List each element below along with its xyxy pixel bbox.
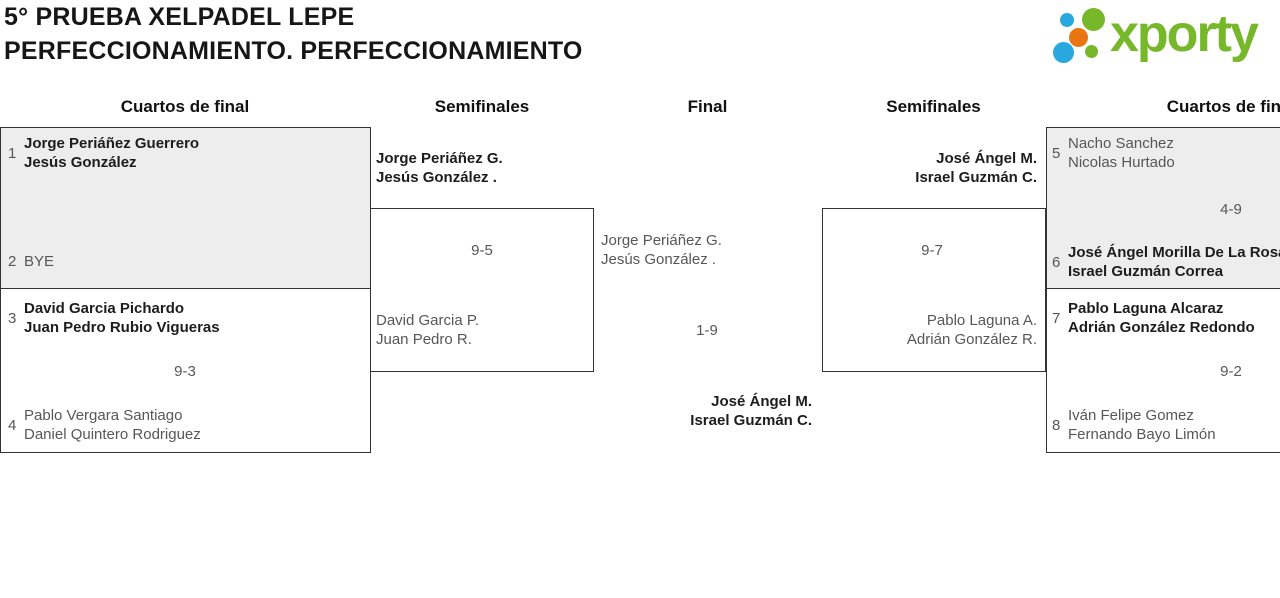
round-header-final: Final — [687, 97, 728, 116]
round-header-left-quarterfinals: Cuartos de final — [120, 97, 250, 116]
player-name: Juan Pedro R. — [376, 331, 472, 348]
title-line-2: PERFECCIONAMIENTO. PERFECCIONAMIENTO — [4, 37, 583, 65]
logo-dot-icon — [1053, 42, 1074, 63]
team-entry-seed-7[interactable]: 7 Pablo Laguna Alcaraz Adrián González R… — [1052, 299, 1255, 337]
player-name: José Ángel Morilla De La Rosa — [1068, 244, 1280, 261]
player-name: Nicolas Hurtado — [1068, 154, 1175, 171]
player-name: Pablo Laguna Alcaraz — [1068, 300, 1224, 317]
match-score-semifinal-2: 9-7 — [921, 242, 943, 259]
title-line-1: 5° PRUEBA XELPADEL LEPE — [4, 3, 355, 31]
player-name: Pablo Vergara Santiago — [24, 407, 183, 424]
match-score-final: 1-9 — [696, 322, 718, 339]
match-score-quarterfinal-2: 9-3 — [174, 363, 196, 380]
player-name: David Garcia Pichardo — [24, 300, 185, 317]
team-entry-seed-5[interactable]: 5 Nacho Sanchez Nicolas Hurtado — [1052, 134, 1175, 172]
logo-dot-icon — [1082, 8, 1105, 31]
match-score-quarterfinal-3: 4-9 — [1220, 201, 1242, 218]
match-box-semifinal-2 — [822, 208, 1046, 372]
match-score-semifinal-1: 9-5 — [471, 242, 493, 259]
logo-dot-icon — [1069, 28, 1088, 47]
round-header-right-semifinals: Semifinales — [886, 97, 981, 116]
round-header-left-semifinals: Semifinales — [434, 97, 530, 116]
player-name: Jesús González . — [601, 251, 717, 268]
player-name: Jorge Periáñez G. — [376, 150, 503, 167]
player-name: Adrián González Redondo — [1068, 319, 1255, 336]
player-name: Jesús González — [24, 154, 137, 171]
semifinal-2-loser-team[interactable]: Pablo Laguna A. Adrián González R. — [907, 311, 1037, 349]
match-score-quarterfinal-4: 9-2 — [1220, 363, 1242, 380]
team-entry-seed-6[interactable]: 6 José Ángel Morilla De La Rosa Israel G… — [1052, 243, 1280, 281]
player-name: Jesús González . — [376, 169, 497, 186]
match-box-semifinal-1 — [370, 208, 594, 372]
player-name: Daniel Quintero Rodriguez — [24, 426, 201, 443]
player-name: Israel Guzmán C. — [915, 169, 1037, 186]
round-header-right-quarterfinals: Cuartos de final — [1166, 97, 1280, 116]
semifinal-1-loser-team[interactable]: David Garcia P. Juan Pedro R. — [376, 311, 479, 349]
seed-number: 1 — [8, 144, 17, 162]
team-entry-seed-4[interactable]: 4 Pablo Vergara Santiago Daniel Quintero… — [8, 406, 201, 444]
team-entry-seed-3[interactable]: 3 David Garcia Pichardo Juan Pedro Rubio… — [8, 299, 220, 337]
player-name: Israel Guzmán C. — [690, 412, 812, 429]
match-box-quarterfinal-1 — [0, 127, 371, 289]
match-box-quarterfinal-3 — [1046, 127, 1280, 289]
player-name: Nacho Sanchez — [1068, 135, 1174, 152]
seed-number: 7 — [1052, 309, 1061, 327]
player-name: Juan Pedro Rubio Vigueras — [24, 319, 220, 336]
match-box-quarterfinal-2 — [0, 288, 371, 453]
team-entry-seed-1[interactable]: 1 Jorge Periáñez Guerrero Jesús González — [8, 134, 199, 172]
player-name: Israel Guzmán Correa — [1068, 263, 1224, 280]
logo-dot-icon — [1060, 13, 1074, 27]
logo-wordmark: xporty — [1110, 5, 1259, 63]
player-name: Pablo Laguna A. — [926, 312, 1037, 329]
player-name: Fernando Bayo Limón — [1068, 426, 1216, 443]
final-team-right[interactable]: José Ángel M. Israel Guzmán C. — [690, 392, 812, 430]
team-entry-seed-8[interactable]: 8 Iván Felipe Gomez Fernando Bayo Limón — [1052, 406, 1216, 444]
seed-number: 2 — [8, 253, 17, 270]
logo-dot-icon — [1085, 45, 1098, 58]
team-entry-seed-2[interactable]: 2 BYE — [8, 252, 54, 271]
seed-number: 8 — [1052, 416, 1061, 434]
semifinal-2-winner-team[interactable]: José Ángel M. Israel Guzmán C. — [915, 149, 1037, 187]
player-name: Adrián González R. — [906, 331, 1037, 348]
player-name: José Ángel M. — [711, 393, 812, 410]
seed-number: 6 — [1052, 253, 1061, 271]
seed-number: 5 — [1052, 144, 1061, 162]
player-name: Iván Felipe Gomez — [1068, 407, 1194, 424]
semifinal-1-winner-team[interactable]: Jorge Periáñez G. Jesús González . — [376, 149, 503, 187]
xporty-logo[interactable]: xporty — [1048, 0, 1280, 78]
player-name: David Garcia P. — [376, 312, 480, 329]
player-name: Jorge Periáñez Guerrero — [24, 135, 200, 152]
seed-number: 3 — [8, 309, 17, 327]
bye-label: BYE — [24, 253, 55, 270]
match-box-quarterfinal-4 — [1046, 288, 1280, 453]
player-name: Jorge Periáñez G. — [601, 232, 722, 249]
player-name: José Ángel M. — [936, 150, 1037, 167]
final-team-left[interactable]: Jorge Periáñez G. Jesús González . — [601, 231, 722, 269]
seed-number: 4 — [8, 416, 17, 434]
page-title: 5° PRUEBA XELPADEL LEPE PERFECCIONAMIENT… — [4, 0, 583, 68]
